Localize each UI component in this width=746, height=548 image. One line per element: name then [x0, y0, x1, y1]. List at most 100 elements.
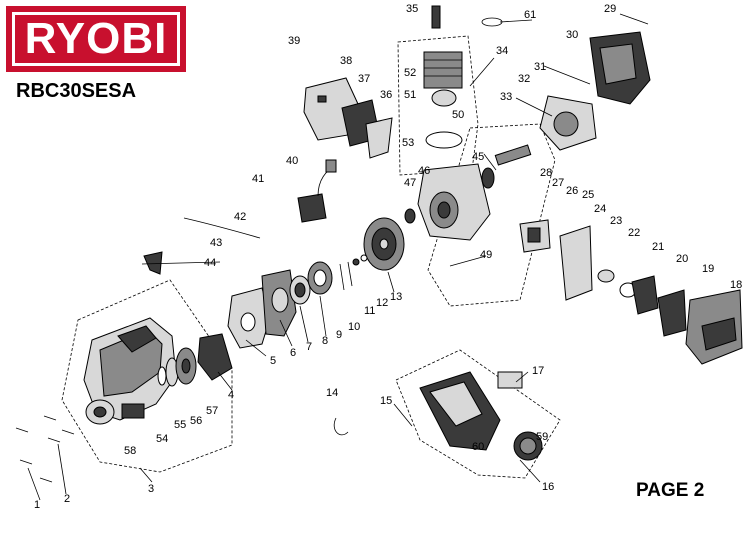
recoil-starter-5-7	[227, 261, 333, 349]
gasket-53	[425, 131, 463, 149]
insulator-24	[559, 225, 593, 301]
callout-56: 56	[190, 415, 202, 427]
screws-1-2	[15, 415, 75, 483]
callout-8: 8	[322, 335, 328, 347]
callout-16: 16	[542, 481, 554, 493]
filter-20	[657, 289, 687, 337]
callout-19: 19	[702, 263, 714, 275]
group-outline-16	[395, 349, 561, 479]
callout-45: 45	[472, 151, 484, 163]
callout-14: 14	[326, 387, 338, 399]
callout-26: 26	[566, 185, 578, 197]
callout-7: 7	[306, 341, 312, 353]
callout-43: 43	[210, 237, 222, 249]
callout-22: 22	[628, 227, 640, 239]
callout-15: 15	[380, 395, 392, 407]
spark-plug-35	[431, 5, 441, 29]
callout-34: 34	[496, 45, 508, 57]
flywheel-13	[363, 217, 405, 271]
carburetor-27-28	[519, 219, 551, 253]
callout-44: 44	[204, 257, 216, 269]
callout-33: 33	[500, 91, 512, 103]
callout-47: 47	[404, 177, 416, 189]
callout-41: 41	[252, 173, 264, 185]
callout-11: 11	[364, 305, 375, 317]
ignition-coil-41	[297, 159, 337, 223]
callout-25: 25	[582, 189, 594, 201]
callout-5: 5	[270, 355, 276, 367]
grommet-17	[497, 371, 523, 389]
callout-28: 28	[540, 167, 552, 179]
callout-49: 49	[480, 249, 492, 261]
callout-23: 23	[610, 215, 622, 227]
callout-53: 53	[402, 137, 414, 149]
engine-cover-58	[83, 317, 177, 425]
small-fasteners-8-12	[339, 254, 368, 291]
callout-60: 60	[472, 441, 484, 453]
callout-55: 55	[174, 419, 186, 431]
callout-32: 32	[518, 73, 530, 85]
callout-39: 39	[288, 35, 300, 47]
callout-13: 13	[390, 291, 402, 303]
callout-21: 21	[652, 241, 664, 253]
seal-47	[404, 208, 416, 224]
clip-14	[333, 417, 349, 436]
callout-50: 50	[452, 109, 464, 121]
callout-59: 59	[536, 431, 548, 443]
callout-10: 10	[348, 321, 360, 333]
logo-border: RYOBI	[12, 12, 180, 66]
callout-27: 27	[552, 177, 564, 189]
wire-lead-42	[183, 217, 261, 239]
muffler-cover-30	[589, 31, 651, 105]
callout-42: 42	[234, 211, 246, 223]
callout-1: 1	[34, 499, 40, 511]
piston-51	[431, 89, 457, 107]
crankcase-46	[417, 163, 491, 241]
callout-18: 18	[730, 279, 742, 291]
fuel-cap-59	[513, 431, 543, 461]
group-outline-49	[427, 123, 556, 307]
callout-4: 4	[228, 389, 234, 401]
callout-20: 20	[676, 253, 688, 265]
callout-40: 40	[286, 155, 298, 167]
model-number: RBC30SESA	[16, 80, 137, 102]
filter-base-21	[631, 275, 659, 315]
callout-31: 31	[534, 61, 546, 73]
group-outline-34	[397, 35, 479, 176]
callout-9: 9	[336, 329, 342, 341]
callout-46: 46	[418, 165, 430, 177]
lever-44	[143, 251, 163, 275]
callout-61: 61	[524, 9, 536, 21]
air-filter-37-38	[303, 77, 393, 159]
muffler-32	[539, 95, 597, 151]
brand-name: RYOBI	[24, 14, 168, 63]
callout-30: 30	[566, 29, 578, 41]
ring-61	[481, 17, 503, 27]
callout-35: 35	[406, 3, 418, 15]
callout-12: 12	[376, 297, 388, 309]
callout-54: 54	[156, 433, 168, 445]
callout-51: 51	[404, 89, 416, 101]
page-label: PAGE 2	[636, 480, 705, 501]
air-cover-18	[685, 289, 743, 365]
fuel-tank-16	[419, 371, 501, 451]
cylinder-52	[423, 51, 463, 89]
callout-17: 17	[532, 365, 544, 377]
callout-57: 57	[206, 405, 218, 417]
callout-52: 52	[404, 67, 416, 79]
crankshaft-50	[481, 144, 532, 189]
gasket-23-22	[597, 269, 637, 298]
group-outline-3	[61, 279, 233, 473]
callout-38: 38	[340, 55, 352, 67]
callout-37: 37	[358, 73, 370, 85]
callout-3: 3	[148, 483, 154, 495]
callout-29: 29	[604, 3, 616, 15]
ryobi-logo: RYOBI	[6, 6, 186, 72]
callout-2: 2	[64, 493, 70, 505]
starter-rings-54-57	[157, 333, 233, 387]
callout-36: 36	[380, 89, 392, 101]
callout-6: 6	[290, 347, 296, 359]
callout-24: 24	[594, 203, 606, 215]
